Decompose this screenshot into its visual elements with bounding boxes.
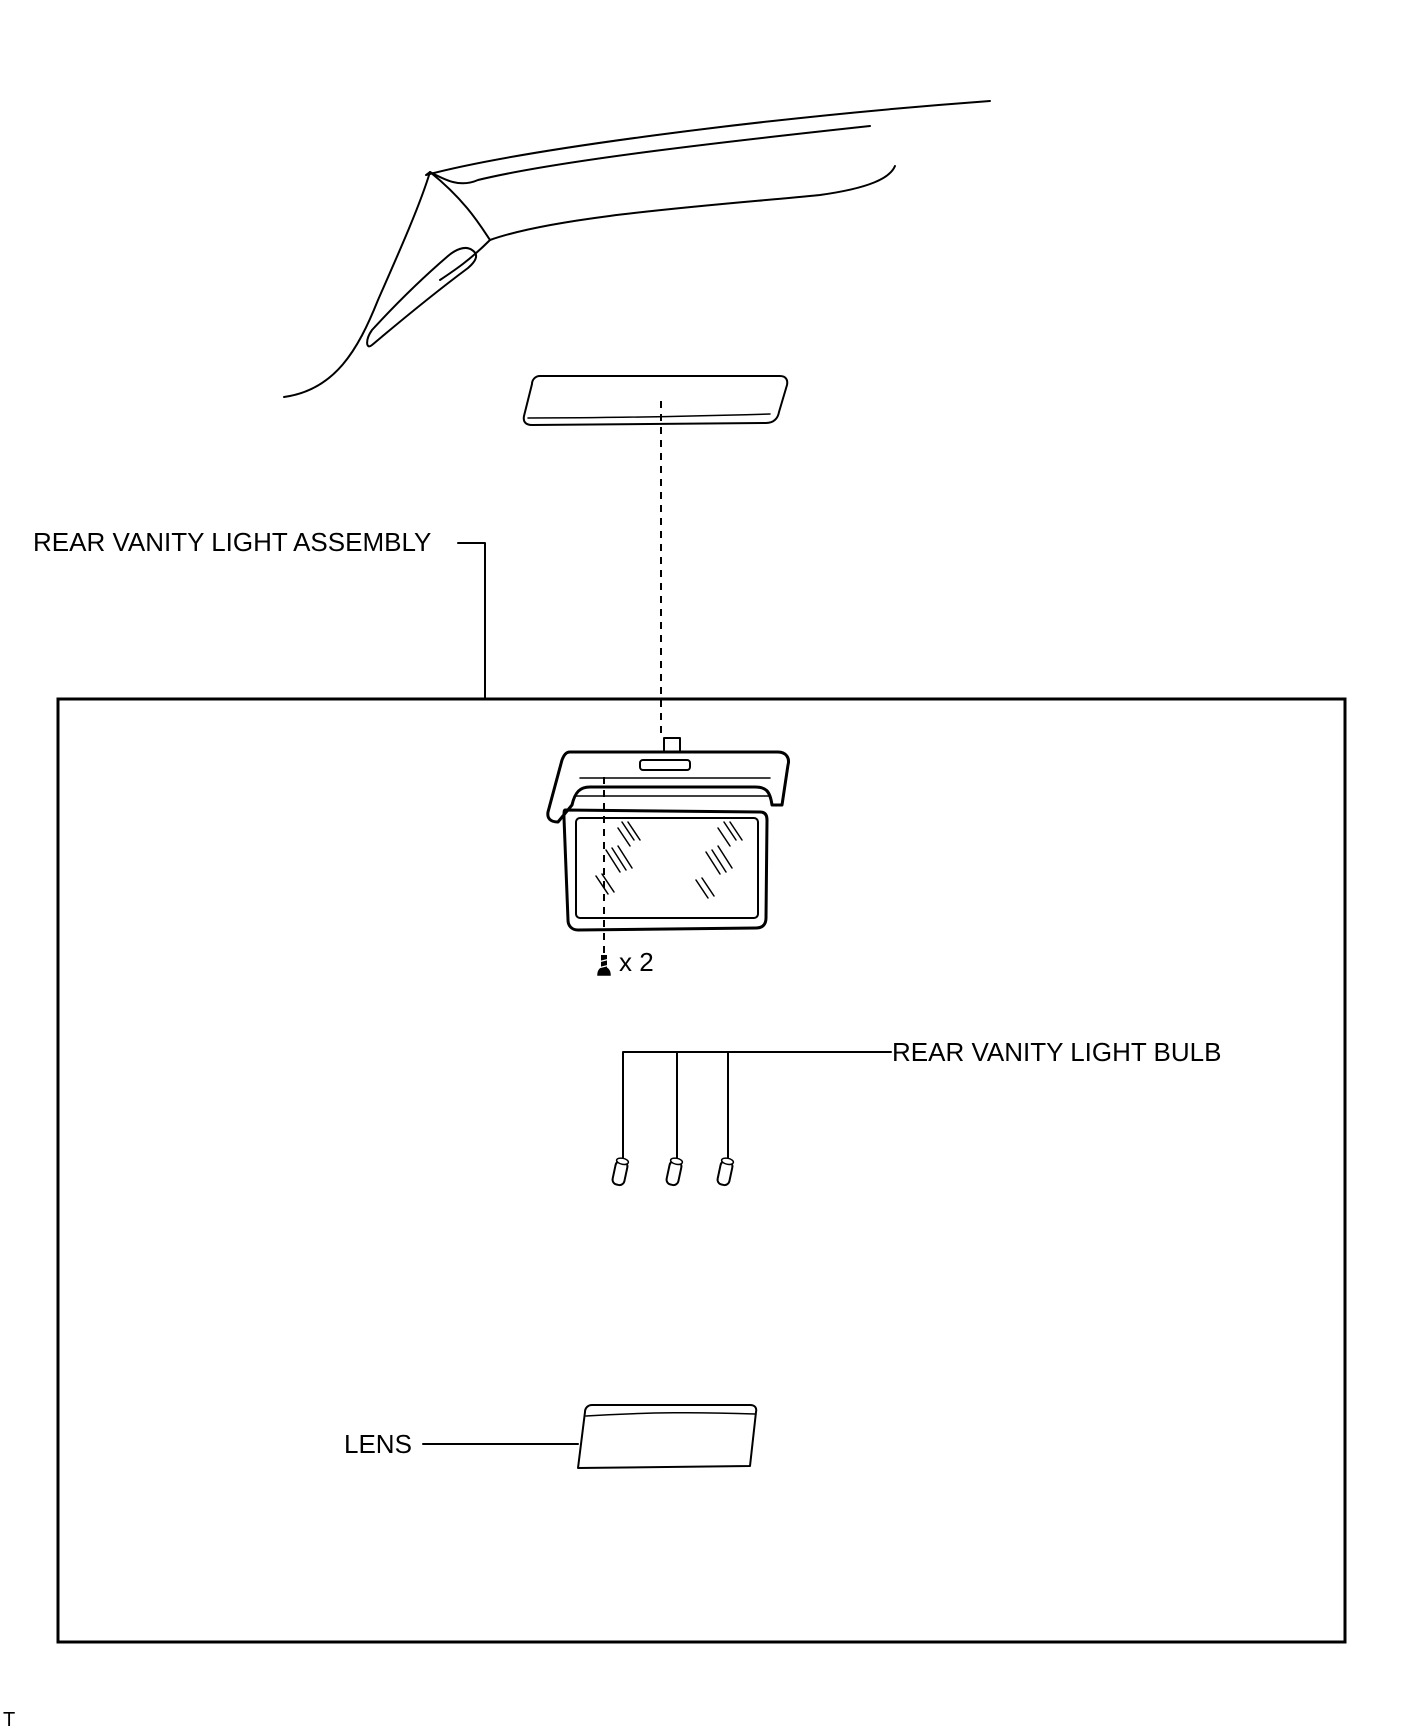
roof-vanity-light-cover (522, 375, 789, 426)
screw-icon (597, 955, 611, 976)
roof-headliner-outline (283, 100, 991, 398)
bulb-icon (611, 1157, 735, 1187)
corner-mark: T (3, 1709, 15, 1731)
assembly-leader-line (457, 542, 486, 700)
assembly-frame (56, 697, 1347, 1644)
vanity-light-assembly (546, 737, 790, 932)
bulb-label: REAR VANITY LIGHT BULB (892, 1037, 1221, 1067)
bulb-leader-lines (622, 1051, 892, 1159)
lens-label: LENS (344, 1429, 412, 1459)
assembly-label: REAR VANITY LIGHT ASSEMBLY (33, 527, 431, 557)
screw-quantity: x 2 (619, 947, 654, 977)
lens-part (577, 1404, 758, 1469)
mirror-glass-hatching (595, 821, 743, 899)
